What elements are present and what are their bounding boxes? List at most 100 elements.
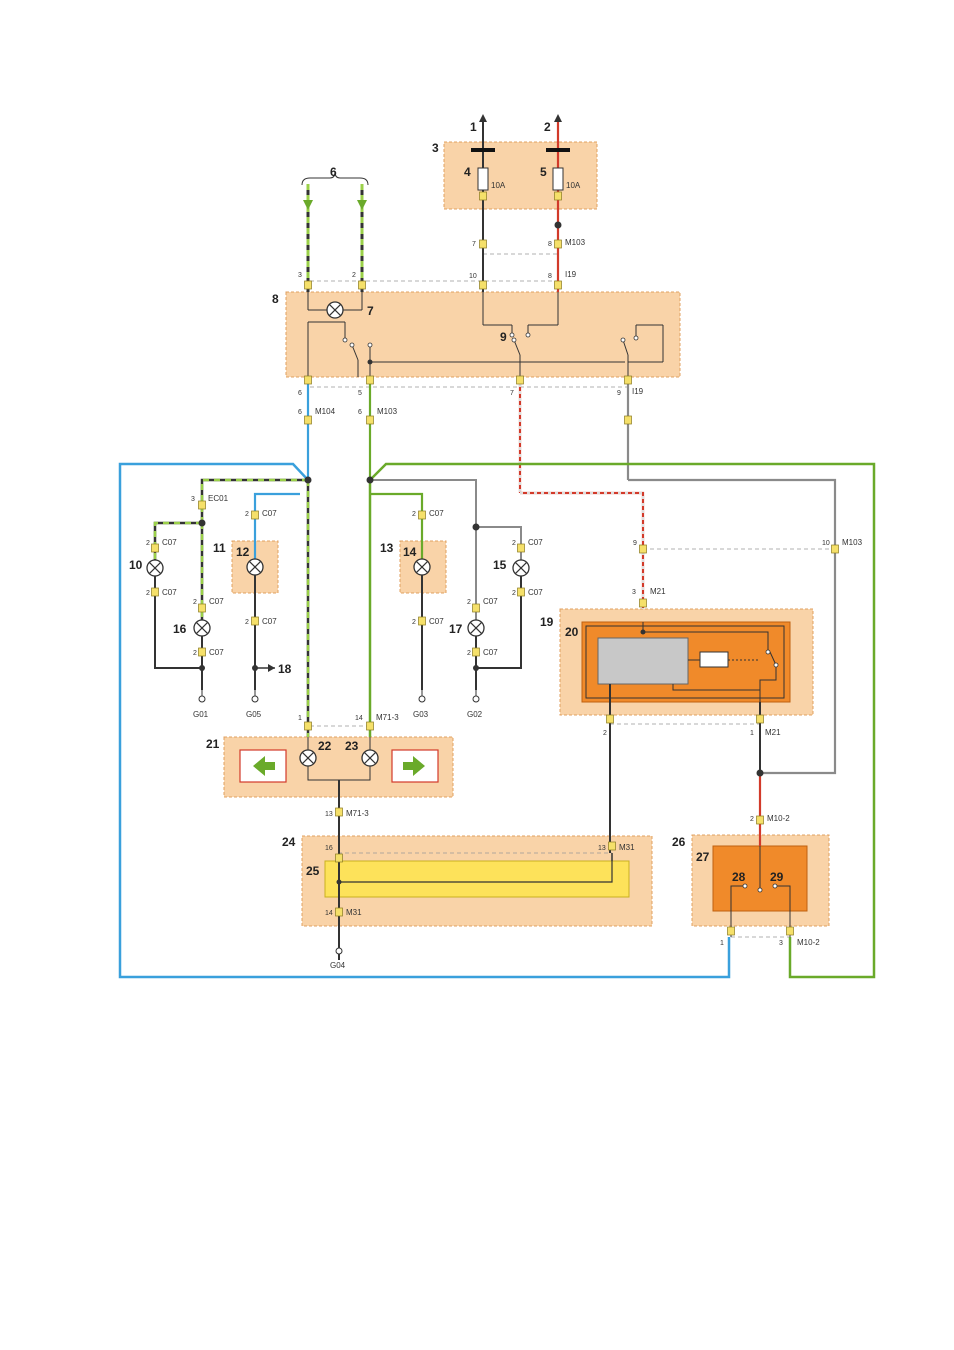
label-20: 20 (565, 625, 579, 639)
input-arrow-right (357, 200, 367, 210)
label-29: 29 (770, 870, 784, 884)
conn-c07-l14a: C07 (429, 509, 444, 518)
label-21: 21 (206, 737, 220, 751)
pin-fl-3: 3 (632, 589, 636, 596)
conn-m103-right: M103 (842, 538, 863, 547)
label-27: 27 (696, 850, 710, 864)
output-arrow-18 (268, 664, 275, 672)
flasher-relay-inner (585, 625, 785, 699)
conn-c07-l12b: C07 (262, 617, 277, 626)
left-arrow-icon (253, 756, 275, 776)
label-26: 26 (672, 835, 686, 849)
pin-l17-2b: 2 (467, 650, 471, 657)
label-11: 11 (213, 541, 226, 555)
pin-l15-2: 2 (512, 540, 516, 547)
indicator-lamp-7 (326, 301, 344, 319)
pin-sw-9: 9 (617, 390, 621, 397)
conn-c07-l15b: C07 (528, 588, 543, 597)
label-17: 17 (449, 622, 463, 636)
conn-c07-l17b: C07 (483, 648, 498, 657)
pin-ic-13: 13 (325, 811, 333, 818)
pin-fuse5-8: 8 (548, 241, 552, 248)
ground-g04 (335, 941, 343, 955)
pin-l16-2: 2 (193, 599, 197, 606)
lamp-16 (193, 619, 211, 637)
pin-bcm-14: 14 (325, 910, 333, 917)
pin-ec01-3: 3 (191, 496, 195, 503)
pin-sw-8: 8 (548, 273, 552, 280)
conn-c07-l16a: C07 (209, 597, 224, 606)
pin-l15-2b: 2 (512, 590, 516, 597)
connector-codes: M103 I19 I19 M104 M103 EC01 C07 C07 C07 … (162, 238, 863, 947)
conn-c07-l15a: C07 (528, 538, 543, 547)
lamp-10 (146, 559, 164, 577)
label-22: 22 (318, 739, 332, 753)
pin-r-2: 2 (750, 816, 754, 823)
conn-c07-l16b: C07 (209, 648, 224, 657)
label-8: 8 (272, 292, 279, 306)
label-7: 7 (367, 304, 374, 318)
ground-g05 (251, 689, 259, 703)
pin-sw-7: 7 (510, 390, 514, 397)
relay-coil (699, 651, 729, 668)
pin-l14-2b: 2 (412, 619, 416, 626)
conn-m21-top: M21 (650, 587, 666, 596)
pin-l12-2b: 2 (245, 619, 249, 626)
control-panel-25 (324, 860, 630, 898)
pin-ic-1: 1 (298, 715, 302, 722)
lamp-15 (512, 559, 530, 577)
label-2: 2 (544, 120, 551, 134)
power-arrow-1 (479, 114, 487, 122)
label-5: 5 (540, 165, 547, 179)
label-23: 23 (345, 739, 359, 753)
pin-sw-6: 6 (298, 390, 302, 397)
conn-m103-mid: M103 (377, 407, 398, 416)
pin-fl-2: 2 (603, 730, 607, 737)
pin-ic-14: 14 (355, 715, 363, 722)
conn-m10-2-top: M10-2 (767, 814, 790, 823)
pin-numbers: 7 8 3 2 10 8 6 5 7 9 6 6 3 2 2 2 2 2 2 2… (146, 241, 830, 947)
lamp-12 (246, 558, 264, 576)
label-12: 12 (236, 545, 250, 559)
pin-sw-10: 10 (469, 273, 477, 280)
label-19: 19 (540, 615, 554, 629)
pin-l17-2: 2 (467, 599, 471, 606)
label-4: 4 (464, 165, 471, 179)
label-25: 25 (306, 864, 320, 878)
pin-l16-2b: 2 (193, 650, 197, 657)
pin-bcm-16: 16 (325, 845, 333, 852)
pin-fl-1: 1 (750, 730, 754, 737)
lamp-14 (413, 558, 431, 576)
ground-g03 (418, 689, 426, 703)
ground-g02 (472, 689, 480, 703)
connector-lines (310, 253, 835, 938)
pin-m103-6: 6 (358, 409, 362, 416)
fuse-4-rating: 10A (491, 181, 506, 190)
pin-fl-10: 10 (822, 540, 830, 547)
pin-fuse4-7: 7 (472, 241, 476, 248)
ground-g01 (198, 689, 206, 703)
conn-i19-top: I19 (565, 270, 577, 279)
pin-m104-6: 6 (298, 409, 302, 416)
lamp-23 (361, 749, 379, 767)
conn-c07-l12a: C07 (262, 509, 277, 518)
component-numbers: 1 2 3 4 5 6 7 8 9 10 11 12 13 14 15 16 1… (129, 120, 784, 884)
conn-m103-top: M103 (565, 238, 586, 247)
pin-fl-9: 9 (633, 540, 637, 547)
ground-label-g02: G02 (467, 710, 483, 719)
label-28: 28 (732, 870, 746, 884)
label-9: 9 (500, 330, 507, 344)
conn-c07-l17a: C07 (483, 597, 498, 606)
pin-sw-5: 5 (358, 390, 362, 397)
fuse-5 (552, 167, 564, 191)
junctions (198, 221, 764, 885)
power-arrow-2 (554, 114, 562, 122)
pin-l14-2: 2 (412, 511, 416, 518)
label-3: 3 (432, 141, 439, 155)
conn-m71-3-top: M71-3 (376, 713, 399, 722)
fuse-box (443, 141, 598, 210)
fuse-5-rating: 10A (566, 181, 581, 190)
pin-sw-3: 3 (298, 272, 302, 279)
ground-label-g04: G04 (330, 961, 346, 970)
